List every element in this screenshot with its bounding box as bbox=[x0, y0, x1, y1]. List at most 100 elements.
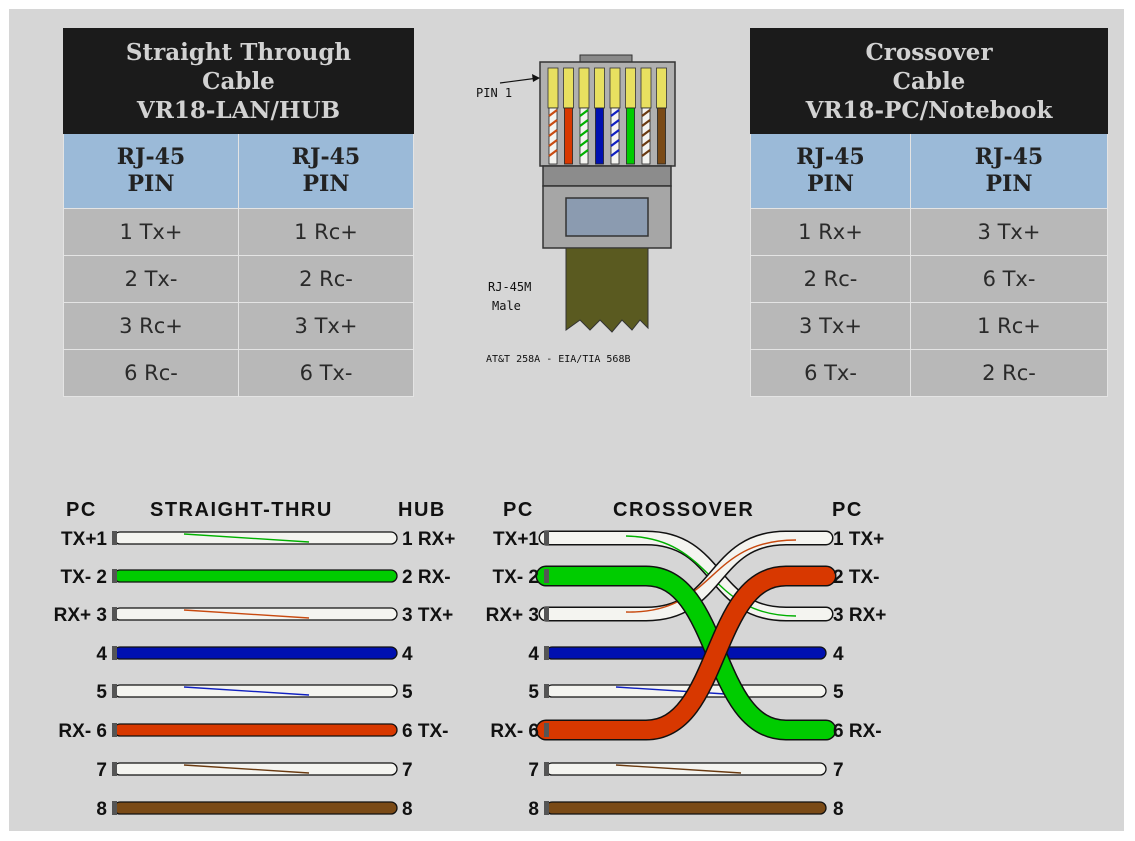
wire-right-label: 1 RX+ bbox=[402, 529, 455, 550]
wire-end-cap bbox=[112, 723, 117, 737]
wire-left-label: RX+ 3 bbox=[54, 605, 107, 626]
wire-end-cap bbox=[112, 607, 117, 621]
wire-right-label: 6 RX- bbox=[833, 721, 882, 742]
diagram-title: CROSSOVER bbox=[613, 499, 754, 521]
wire bbox=[113, 723, 398, 737]
wire bbox=[545, 646, 827, 660]
wire-end-cap bbox=[112, 569, 117, 583]
title-line: Straight Through bbox=[125, 38, 352, 66]
wire-right-label: 1 TX+ bbox=[833, 529, 884, 550]
wire-left-label: 7 bbox=[96, 760, 107, 781]
straight-through-diagram: PC STRAIGHT-THRU HUB TX+1 1 RX+ TX- 2 2 RX-… bbox=[54, 499, 456, 820]
wire-left-label: RX- 6 bbox=[490, 721, 539, 742]
wire-end-cap bbox=[544, 646, 549, 660]
wire-end-cap bbox=[544, 684, 549, 698]
wire-left-label: 5 bbox=[96, 682, 107, 703]
table-row: 3 Rc+3 Tx+ bbox=[63, 302, 414, 350]
table-row: 2 Rc-6 Tx- bbox=[750, 255, 1108, 303]
wire-stripe bbox=[183, 764, 310, 774]
wire-right-label: 2 RX- bbox=[402, 567, 451, 588]
wire bbox=[540, 532, 832, 620]
wire-right-label: 3 RX+ bbox=[833, 605, 886, 626]
wire bbox=[113, 569, 398, 583]
straight-through-title: Straight Through Cable VR18-LAN/HUB bbox=[63, 28, 414, 134]
table-row: 2 Tx-2 Rc- bbox=[63, 255, 414, 303]
wire-stripe bbox=[615, 764, 742, 774]
wire-end-cap bbox=[544, 531, 549, 545]
table-row: 1 Rx+3 Tx+ bbox=[750, 208, 1108, 256]
wire-left-label: RX- 6 bbox=[58, 721, 107, 742]
title-line: Crossover bbox=[865, 38, 993, 66]
table-cell: 2 Tx- bbox=[63, 255, 239, 303]
table-row: 3 Tx+1 Rc+ bbox=[750, 302, 1108, 350]
wire-end-cap bbox=[112, 762, 117, 776]
title-line: VR18-LAN/HUB bbox=[136, 96, 341, 124]
diagram-right-header: PC bbox=[832, 499, 863, 521]
wire-end-cap bbox=[544, 607, 549, 621]
wire-left-label: 8 bbox=[96, 799, 107, 820]
wire-right-label: 6 TX- bbox=[402, 721, 448, 742]
table-cell: 6 Tx- bbox=[238, 349, 414, 397]
wire-end-cap bbox=[112, 531, 117, 545]
wire-left-label: TX- 2 bbox=[493, 567, 539, 588]
wire-end-cap bbox=[112, 801, 117, 815]
diagram-title: STRAIGHT-THRU bbox=[150, 499, 333, 521]
title-line: Cable bbox=[892, 67, 966, 95]
wire-stripe bbox=[615, 686, 742, 696]
title-line: VR18-PC/Notebook bbox=[805, 96, 1053, 124]
wire-left-label: 7 bbox=[528, 760, 539, 781]
wire-right-label: 4 bbox=[402, 644, 413, 665]
wire bbox=[537, 567, 835, 739]
wire-stripe bbox=[183, 686, 310, 696]
wire-left-label: TX- 2 bbox=[61, 567, 107, 588]
wire-right-label: 7 bbox=[402, 760, 413, 781]
wire-right-label: 8 bbox=[402, 799, 413, 820]
wire-right-label: 5 bbox=[402, 682, 413, 703]
table-row: 6 Tx-2 Rc- bbox=[750, 349, 1108, 397]
title-line: Cable bbox=[202, 67, 275, 95]
wire bbox=[113, 646, 398, 660]
table-cell: 3 Rc+ bbox=[63, 302, 239, 350]
crossover-wires: TX+1 1 TX+ TX- 2 2 TX- RX+ 3 3 RX+ 4 4 5 5RX- 6 6 … bbox=[486, 529, 887, 820]
wire-end-cap bbox=[544, 801, 549, 815]
table-cell: 1 Rc+ bbox=[910, 302, 1108, 350]
wire-end-cap bbox=[544, 569, 549, 583]
wire-right-label: 4 bbox=[833, 644, 844, 665]
table-cell: 6 Tx- bbox=[910, 255, 1108, 303]
wire-end-cap bbox=[544, 723, 549, 737]
wire-stripe bbox=[183, 609, 310, 619]
diagram-left-header: PC bbox=[66, 499, 97, 521]
wire-end-cap bbox=[544, 762, 549, 776]
table-row: 6 Rc-6 Tx- bbox=[63, 349, 414, 397]
table-cell: 3 Tx+ bbox=[238, 302, 414, 350]
wire-left-label: TX+1 bbox=[61, 529, 107, 550]
table-cell: 6 Rc- bbox=[63, 349, 239, 397]
wire-stripe bbox=[625, 539, 797, 613]
straight-through-table: Straight Through Cable VR18-LAN/HUB RJ-4… bbox=[63, 28, 414, 397]
diagram-right-header: HUB bbox=[398, 499, 446, 521]
wire-left-label: 4 bbox=[528, 644, 539, 665]
crossover-diagram: PC CROSSOVER PC TX+1 1 TX+ TX- 2 2 TX- RX+ 3… bbox=[486, 499, 887, 820]
wire-right-label: 5 bbox=[833, 682, 844, 703]
wire-left-label: 5 bbox=[528, 682, 539, 703]
table-cell: 2 Rc- bbox=[238, 255, 414, 303]
diagram-left-header: PC bbox=[503, 499, 534, 521]
wire-right-label: 2 TX- bbox=[833, 567, 879, 588]
wire-end-cap bbox=[112, 646, 117, 660]
wire-left-label: TX+1 bbox=[493, 529, 539, 550]
wire-stripe bbox=[183, 533, 310, 543]
table-cell: 1 Tx+ bbox=[63, 208, 239, 256]
wire-left-label: RX+ 3 bbox=[486, 605, 539, 626]
wire-right-label: 8 bbox=[833, 799, 844, 820]
table-cell: 2 Rc- bbox=[910, 349, 1108, 397]
wire bbox=[113, 801, 398, 815]
wire-right-label: 7 bbox=[833, 760, 844, 781]
wire-left-label: 8 bbox=[528, 799, 539, 820]
table-cell: 2 Rc- bbox=[750, 255, 911, 303]
wire-right-label: 3 TX+ bbox=[402, 605, 453, 626]
table-cell: 6 Tx- bbox=[750, 349, 911, 397]
